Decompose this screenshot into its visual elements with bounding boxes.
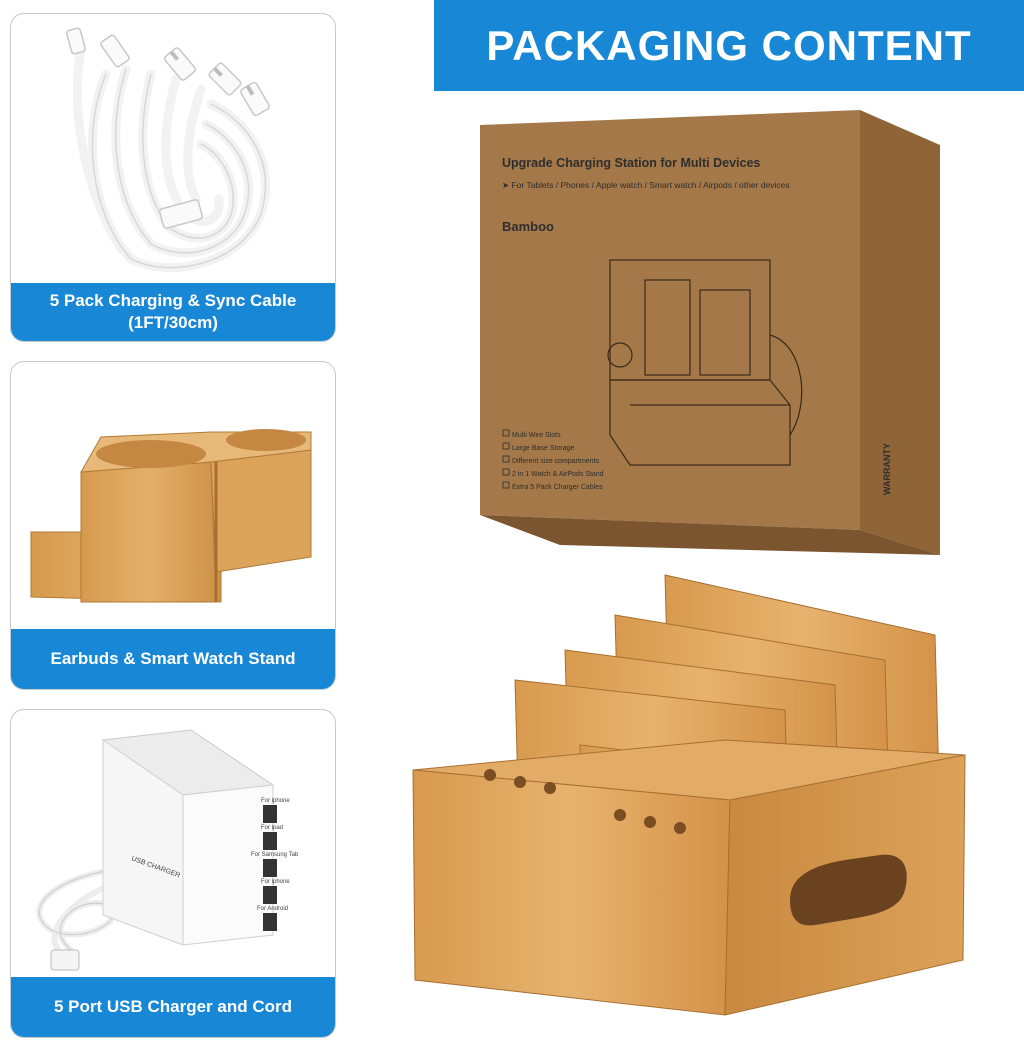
box-material: Bamboo (502, 219, 554, 234)
packaging-banner: PACKAGING CONTENT (434, 0, 1024, 91)
usb-port: For Android (257, 906, 288, 931)
box-feature: Extra 5 Pack Charger Cables (512, 484, 603, 491)
stand-image (30, 429, 312, 603)
stand-card: Earbuds & Smart Watch Stand (10, 361, 336, 690)
box-feature: Multi Wire Slots (512, 432, 561, 439)
cables-image (66, 27, 270, 273)
usb-port: For iphone (261, 798, 290, 823)
stand-caption: Earbuds & Smart Watch Stand (11, 629, 335, 689)
charger-image: USB CHARGER For iphone For ipad For Sams… (36, 729, 299, 971)
usb-port-label: For Android (257, 906, 288, 912)
usb-port: For iphone (261, 879, 290, 904)
cables-card: 5 Pack Charging & Sync Cable (1FT/30cm) (10, 13, 336, 342)
box-features: Multi Wire Slots Large Base Storage Diff… (512, 432, 604, 491)
cables-caption-line1: 5 Pack Charging & Sync Cable (49, 291, 297, 310)
box-side-title: WARRANTY (882, 443, 892, 495)
cables-caption-line2: (1FT/30cm) (128, 313, 218, 332)
box-feature: 2 in 1 Watch & AirPods Stand (512, 471, 604, 478)
usb-port-label: For iphone (261, 798, 290, 804)
usb-port: For Samsung Tab (251, 852, 299, 877)
usb-port: For ipad (261, 825, 283, 850)
box-subline: ➤ For Tablets / Phones / Apple watch / S… (502, 180, 790, 190)
usb-port-label: For ipad (261, 825, 283, 831)
usb-port-label: For iphone (261, 879, 290, 885)
usb-port-label: For Samsung Tab (251, 852, 299, 858)
box-headline: Upgrade Charging Station for Multi Devic… (502, 156, 760, 170)
product-box-image: Upgrade Charging Station for Multi Devic… (480, 110, 940, 555)
charger-card: USB CHARGER For iphone For ipad For Sams… (10, 709, 336, 1038)
banner-title: PACKAGING CONTENT (486, 21, 972, 69)
cables-caption: 5 Pack Charging & Sync Cable (1FT/30cm) (11, 283, 335, 341)
box-feature: Large Base Storage (512, 445, 574, 452)
usb-ports: For iphone For ipad For Samsung Tab For … (251, 798, 299, 931)
charging-station-image (412, 574, 966, 1016)
charger-caption: 5 Port USB Charger and Cord (11, 977, 335, 1037)
box-feature: Different size compartments (512, 458, 600, 465)
